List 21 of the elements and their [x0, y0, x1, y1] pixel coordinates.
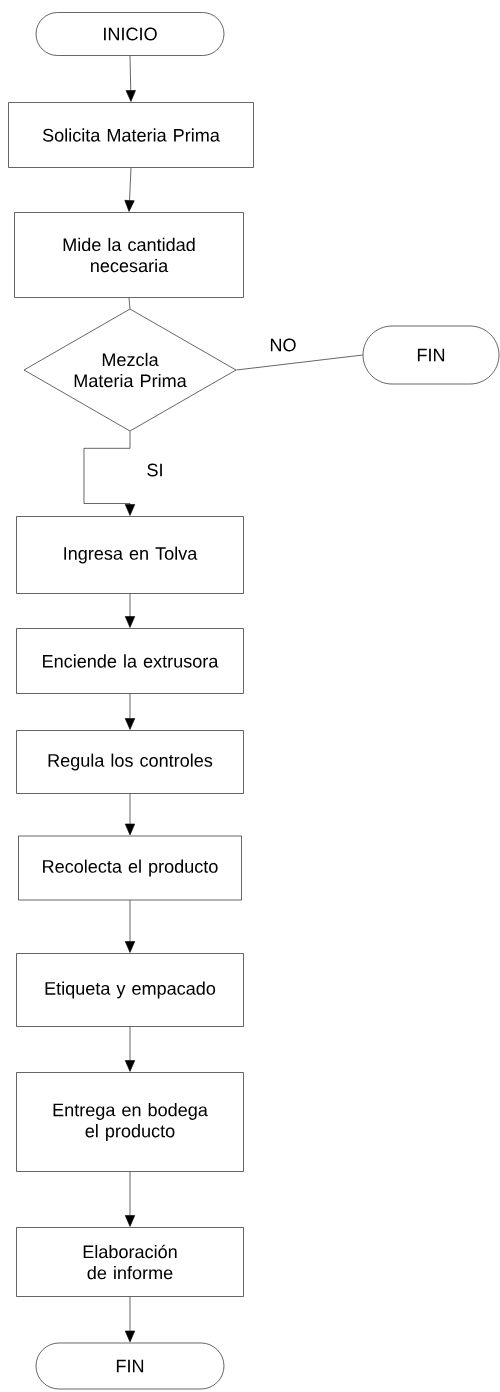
edge-label: NO — [268, 337, 298, 353]
arrow — [124, 793, 136, 836]
process-box: Elaboración de informe — [16, 1227, 244, 1297]
arrow — [124, 167, 135, 212]
process-box: Entrega en bodega el producto — [16, 1072, 244, 1172]
process-box: Mide la cantidad necesaria — [14, 212, 244, 298]
process-box: Etiqueta y empacado — [16, 953, 244, 1027]
arrow — [124, 593, 136, 628]
process-box: Enciende la extrusora — [16, 628, 244, 694]
arrow — [124, 900, 136, 953]
process-box: Solicita Materia Prima — [8, 102, 254, 168]
arrow — [124, 1296, 136, 1343]
arrow — [125, 55, 136, 102]
edge-label: SI — [145, 462, 165, 478]
process-box: Recolecta el producto — [18, 835, 242, 901]
process-box: Ingresa en Tolva — [16, 516, 244, 594]
process-box: Regula los controles — [16, 730, 244, 794]
arrow — [124, 1171, 136, 1227]
arrow — [124, 1026, 136, 1072]
arrow — [83, 431, 136, 516]
arrow — [124, 693, 136, 730]
